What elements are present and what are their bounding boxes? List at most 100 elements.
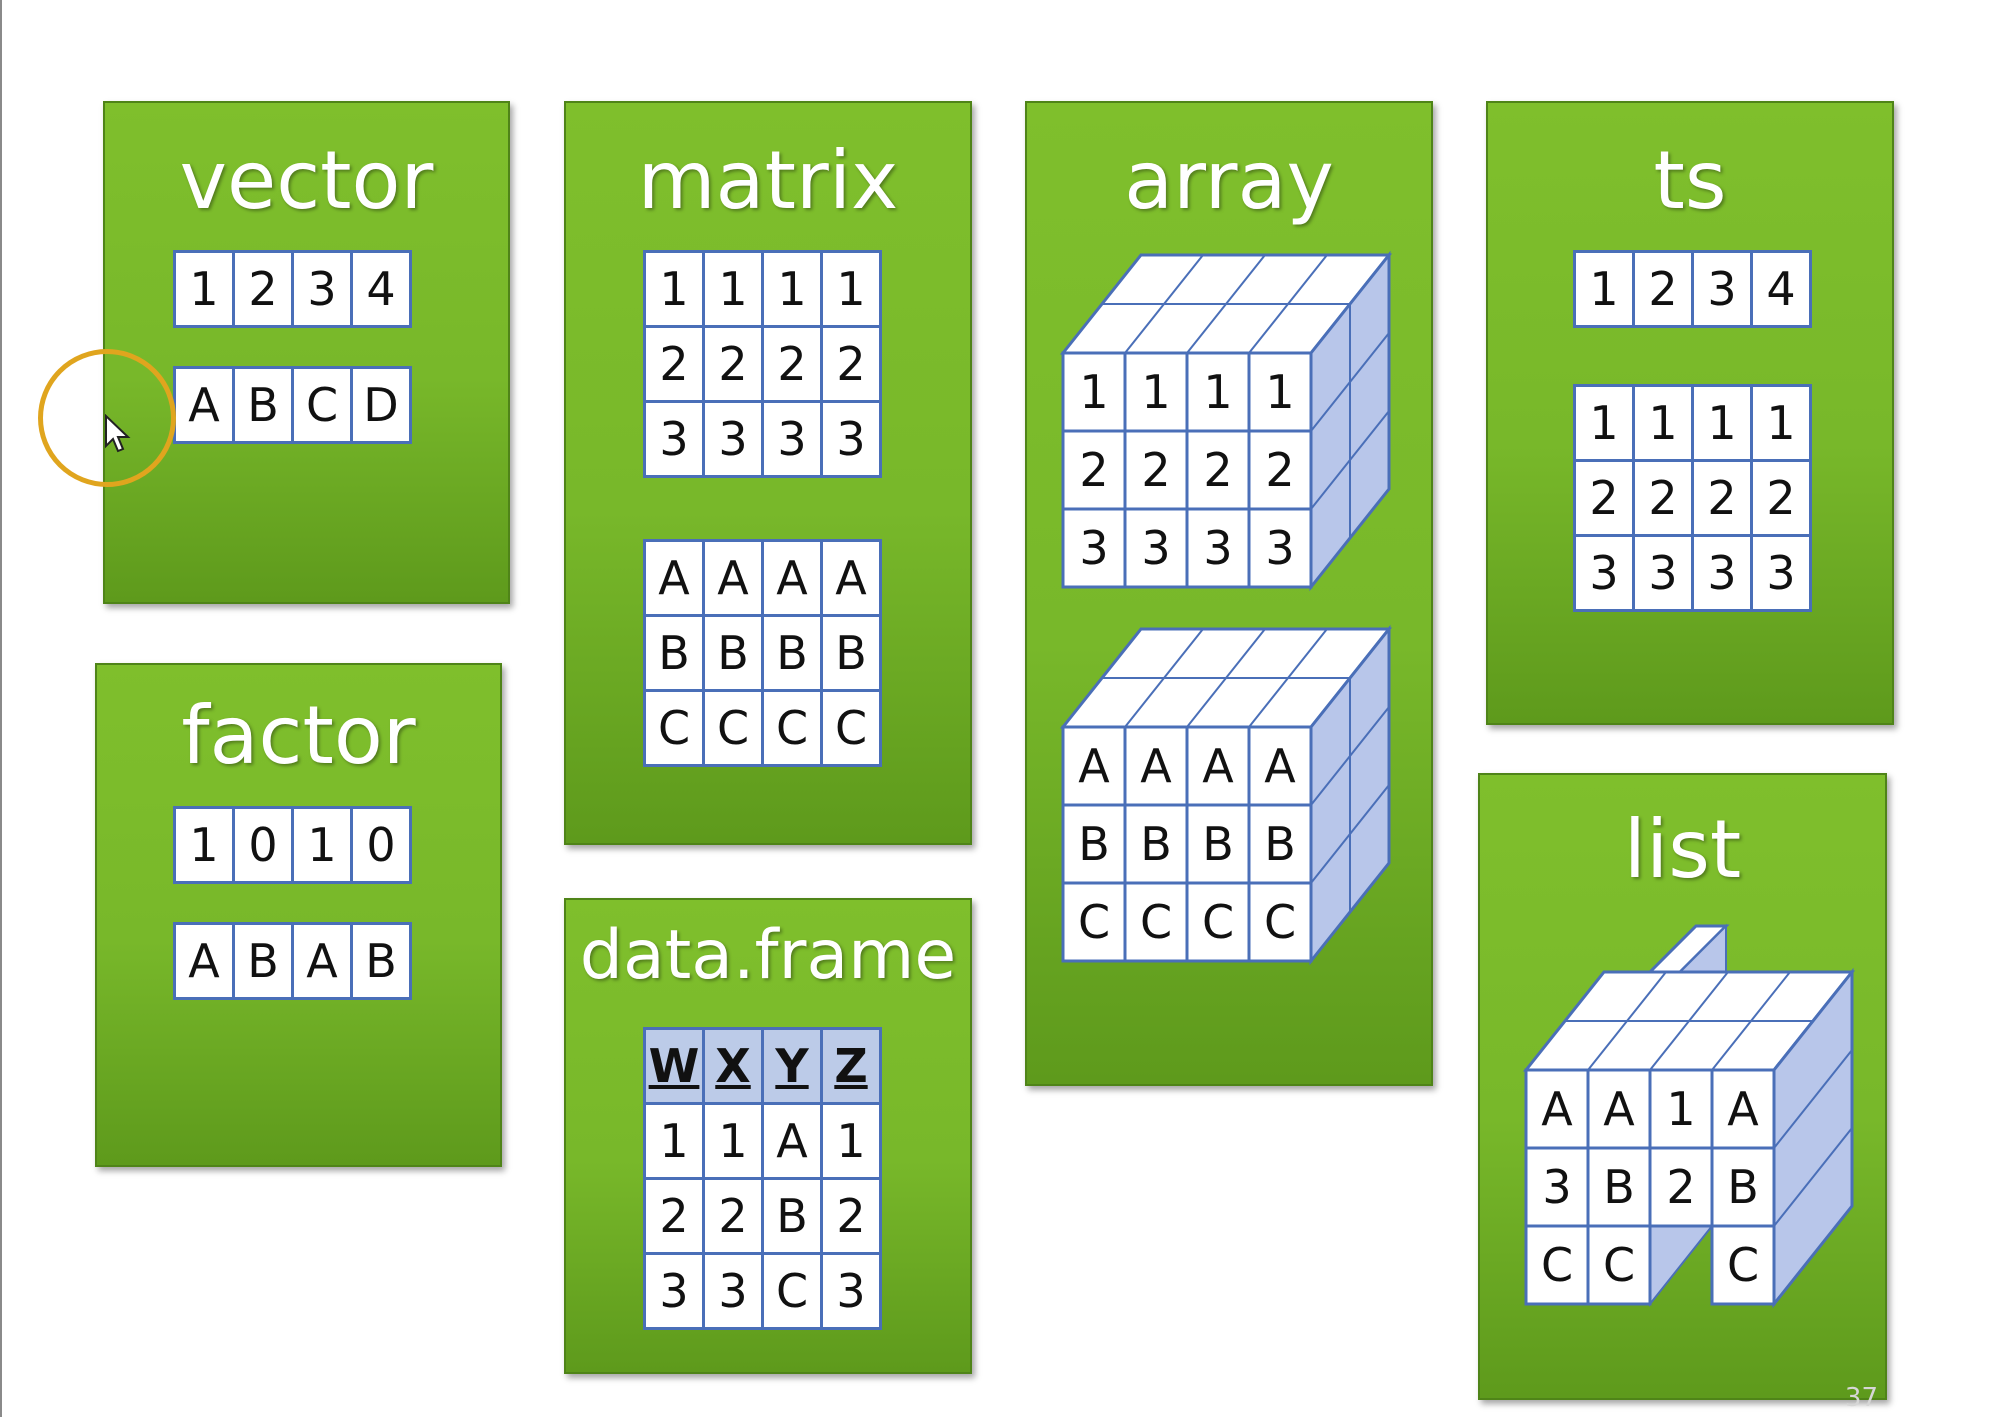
cube-cell-text: 3 bbox=[1265, 521, 1294, 575]
cube-cell bbox=[1123, 507, 1189, 589]
cube-cell-text: 2 bbox=[1666, 1160, 1695, 1214]
grid-cell: 1 bbox=[173, 806, 235, 884]
grid-cell: A bbox=[820, 539, 882, 617]
cube-cell-text: 1 bbox=[1666, 1082, 1695, 1136]
cube-cell-text: 1 bbox=[1265, 365, 1294, 419]
grid-cell: 2 bbox=[643, 1177, 705, 1255]
grid-cell: 3 bbox=[820, 400, 882, 478]
grid-cell: B bbox=[232, 922, 294, 1000]
grid-cell: 3 bbox=[761, 400, 823, 478]
cube-cell bbox=[1710, 1224, 1776, 1306]
grid-cell: B bbox=[232, 366, 294, 444]
grid-cell: 2 bbox=[820, 1177, 882, 1255]
cube-cell bbox=[1123, 803, 1189, 885]
grid-cell: 1 bbox=[702, 1102, 764, 1180]
grid-cell: C bbox=[291, 366, 353, 444]
grid-cell: 2 bbox=[761, 325, 823, 403]
grid-cell: 2 bbox=[702, 1177, 764, 1255]
cube-cell-text: C bbox=[1603, 1238, 1635, 1292]
grid-cell: 3 bbox=[291, 250, 353, 328]
grid-cell: B bbox=[761, 614, 823, 692]
cube-cell bbox=[1123, 429, 1189, 511]
grid-cell: 1 bbox=[643, 1102, 705, 1180]
panel-title-data-frame: data.frame bbox=[579, 916, 957, 995]
cube-cell-text: A bbox=[1078, 739, 1110, 793]
cube-cell-text: B bbox=[1202, 817, 1234, 871]
cube-cell-text: B bbox=[1727, 1160, 1759, 1214]
cube-cell-text: 2 bbox=[1079, 443, 1108, 497]
cube-cell-text: A bbox=[1727, 1082, 1759, 1136]
cube-cell-text: 2 bbox=[1203, 443, 1232, 497]
grid-cell: 1 bbox=[173, 250, 235, 328]
cube-cell bbox=[1061, 881, 1127, 963]
grid-cell: 3 bbox=[643, 400, 705, 478]
cube-cell-text: C bbox=[1727, 1238, 1759, 1292]
panel-title-matrix: matrix bbox=[637, 134, 899, 227]
slide-border bbox=[0, 0, 2, 1417]
cube-cell-text: 3 bbox=[1141, 521, 1170, 575]
grid-cell: 3 bbox=[702, 1252, 764, 1330]
cube-cell bbox=[1123, 725, 1189, 807]
panel-title-ts: ts bbox=[1653, 134, 1727, 227]
grid-cell: 2 bbox=[1573, 459, 1635, 537]
panel-title-factor: factor bbox=[181, 689, 416, 782]
cube-cell bbox=[1247, 881, 1313, 963]
grid-cell: 1 bbox=[643, 250, 705, 328]
grid-cell: 3 bbox=[1691, 534, 1753, 612]
cube-cell-text: A bbox=[1603, 1082, 1635, 1136]
grid-cell: A bbox=[173, 922, 235, 1000]
cube-cell-text: B bbox=[1140, 817, 1172, 871]
cube-cell-text: B bbox=[1264, 817, 1296, 871]
page-number: 37 bbox=[1844, 1383, 1878, 1413]
cursor-highlight-ring bbox=[38, 349, 176, 487]
cube-cell-text: C bbox=[1264, 895, 1296, 949]
column-header: X bbox=[702, 1027, 764, 1105]
grid-cell: 0 bbox=[232, 806, 294, 884]
grid-cell: 1 bbox=[702, 250, 764, 328]
grid-cell: D bbox=[350, 366, 412, 444]
grid-cell: 2 bbox=[702, 325, 764, 403]
grid-cell: 1 bbox=[1573, 250, 1635, 328]
grid-cell: B bbox=[761, 1177, 823, 1255]
grid-cell: 1 bbox=[1750, 384, 1812, 462]
grid-cell: 1 bbox=[820, 250, 882, 328]
cube-cell bbox=[1586, 1146, 1652, 1228]
grid-cell: 2 bbox=[232, 250, 294, 328]
grid-cell: C bbox=[761, 689, 823, 767]
column-header: Y bbox=[761, 1027, 823, 1105]
cube-cell bbox=[1185, 803, 1251, 885]
grid-cell: 3 bbox=[702, 400, 764, 478]
grid-cell: 3 bbox=[1750, 534, 1812, 612]
pointer-arrow-icon bbox=[105, 414, 131, 453]
panel-title-vector: vector bbox=[179, 134, 434, 227]
grid-cell: B bbox=[643, 614, 705, 692]
grid-cell: 2 bbox=[643, 325, 705, 403]
grid-cell: 4 bbox=[350, 250, 412, 328]
grid-cell: 3 bbox=[1691, 250, 1753, 328]
cube-cell bbox=[1247, 725, 1313, 807]
panel-title-array: array bbox=[1124, 134, 1334, 227]
column-header: Z bbox=[820, 1027, 882, 1105]
